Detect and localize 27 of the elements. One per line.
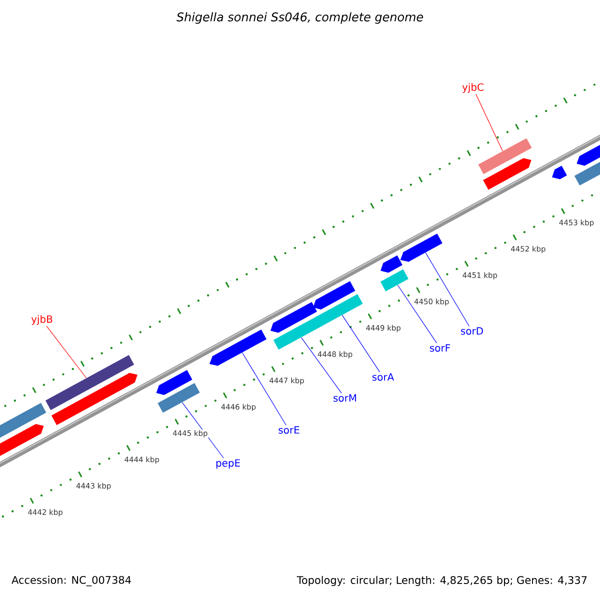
gene-bar bbox=[315, 294, 363, 327]
gene-label: pepE bbox=[216, 459, 240, 469]
leader-line bbox=[476, 94, 503, 152]
gene-bar bbox=[273, 316, 323, 350]
gene-label: sorE bbox=[278, 426, 300, 434]
leader-line bbox=[342, 314, 380, 372]
gene-bar bbox=[209, 330, 266, 366]
gene-bar bbox=[400, 234, 442, 262]
leader-line bbox=[301, 337, 342, 394]
gene-bar bbox=[478, 138, 532, 174]
gene-bar bbox=[380, 269, 408, 292]
leader-line bbox=[397, 284, 437, 344]
gene-label: sorM bbox=[334, 394, 356, 402]
leader-line bbox=[182, 402, 224, 458]
gene-label: sorD bbox=[461, 327, 483, 335]
gene-bar bbox=[158, 382, 200, 413]
accession-text: Accession: NC_007384 bbox=[12, 576, 131, 586]
leader-line bbox=[46, 326, 87, 378]
gene-label: sorA bbox=[372, 373, 394, 381]
gene-bar bbox=[45, 355, 134, 410]
title: Shigella sonnei Ss046, complete genome bbox=[176, 12, 424, 24]
gene-label: yjbC bbox=[462, 83, 484, 93]
gene-label: yjbB bbox=[31, 315, 52, 325]
leader-line bbox=[242, 352, 286, 426]
genome-summary: Topology: circular; Length: 4,825,265 bp; Genes: 4,337 bbox=[296, 576, 587, 586]
leader-line bbox=[425, 252, 470, 326]
gene-label: sorF bbox=[430, 344, 450, 352]
